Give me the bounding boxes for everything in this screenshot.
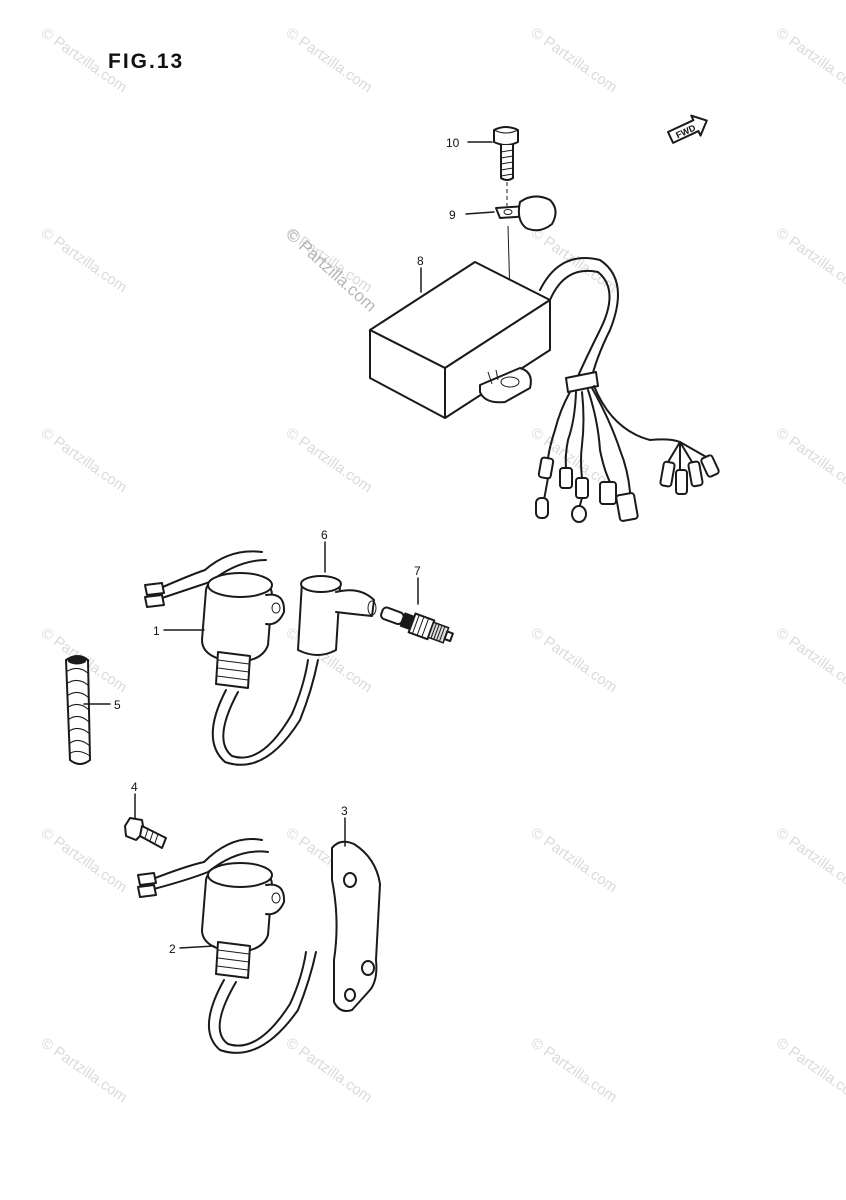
- watermark-text: © Partzilla.com: [283, 1034, 376, 1106]
- watermark-text: © Partzilla.com: [528, 24, 621, 96]
- watermark-text: © Partzilla.com: [773, 424, 846, 496]
- watermark-text: © Partzilla.com: [38, 24, 131, 96]
- watermark-text: © Partzilla.com: [38, 1034, 131, 1106]
- watermark-text: © Partzilla.com: [528, 624, 621, 696]
- callout-7: 7: [414, 564, 421, 578]
- part-5-spiral-tube: [65, 655, 91, 765]
- part-7-spark-plug: [380, 606, 454, 644]
- figure-title: FIG.13: [108, 50, 185, 73]
- part-2-ignition-coil: [137, 838, 317, 1054]
- watermark-center: © Partzilla.com: [282, 225, 380, 316]
- part-9-clamp: [495, 195, 557, 232]
- callout-8: 8: [417, 254, 424, 268]
- watermark-layer: © Partzilla.com © Partzilla.com © Partzill…: [38, 24, 846, 1106]
- watermark-text: © Partzilla.com: [773, 24, 846, 96]
- watermark-text: © Partzilla.com: [528, 824, 621, 896]
- part-1-ignition-coil: [144, 550, 319, 766]
- part-4-bolt: [124, 817, 167, 849]
- callout-5: 5: [114, 698, 121, 712]
- part-8-wire-harness: [535, 257, 720, 523]
- watermark-text: © Partzilla.com: [38, 224, 131, 296]
- callout-3: 3: [341, 804, 348, 818]
- watermark-text: © Partzilla.com: [528, 1034, 621, 1106]
- watermark-text: © Partzilla.com: [283, 424, 376, 496]
- watermark-text: © Partzilla.com: [773, 824, 846, 896]
- part-3-bracket: [331, 840, 381, 1012]
- forward-arrow-icon: FWD: [667, 114, 708, 144]
- part-10-bolt: [493, 126, 519, 181]
- callout-labels: 10 9 8 6 7 1 5 4 3 2: [114, 136, 460, 956]
- watermark-text: © Partzilla.com: [283, 24, 376, 96]
- watermark-text: © Partzilla.com: [38, 424, 131, 496]
- part-6-plug-cap: [297, 575, 377, 656]
- part-8-cdi-unit: [369, 261, 551, 419]
- callout-9: 9: [449, 208, 456, 222]
- watermark-text: © Partzilla.com: [773, 624, 846, 696]
- callout-1: 1: [153, 624, 160, 638]
- callout-4: 4: [131, 780, 138, 794]
- callout-2: 2: [169, 942, 176, 956]
- watermark-text: © Partzilla.com: [38, 824, 131, 896]
- watermark-text: © Partzilla.com: [773, 1034, 846, 1106]
- callout-6: 6: [321, 528, 328, 542]
- leader-lines: [83, 141, 495, 949]
- watermark-text: © Partzilla.com: [773, 224, 846, 296]
- callout-10: 10: [446, 136, 460, 150]
